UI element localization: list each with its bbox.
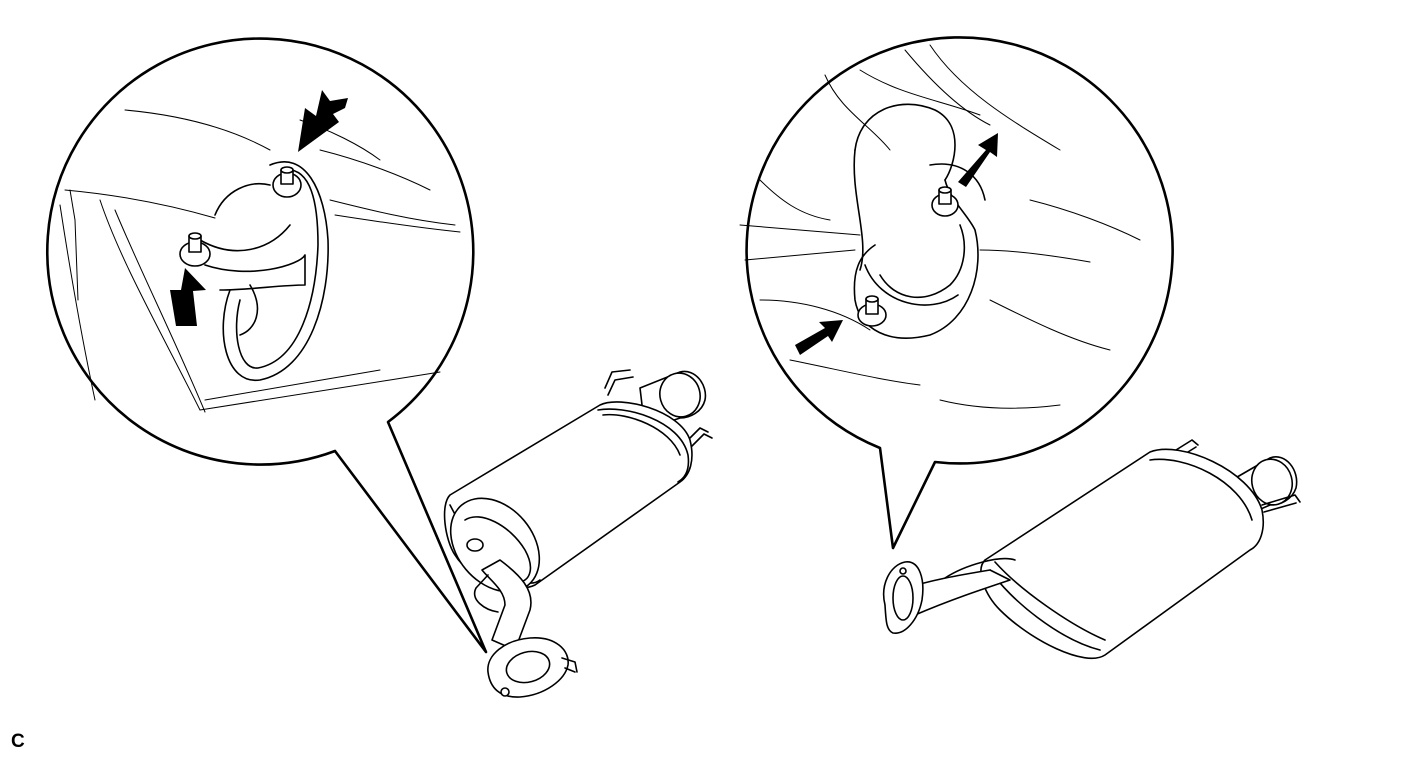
left-detail-callout <box>45 37 488 654</box>
left-muffler-assembly <box>443 369 713 698</box>
left-lower-stud <box>179 232 211 267</box>
right-pipe-flange-detail <box>853 103 986 339</box>
left-lower-arrow-icon <box>170 268 206 326</box>
right-detail-callout <box>739 36 1174 550</box>
left-callout-outline <box>45 37 488 654</box>
left-flange-detail <box>199 161 329 381</box>
left-detail-background <box>59 109 461 413</box>
right-muffler-assembly <box>883 439 1301 660</box>
right-upper-arrow-icon <box>958 133 998 187</box>
right-callout-outline <box>745 36 1174 550</box>
right-upper-stud <box>931 186 959 217</box>
right-detail-background <box>739 44 1141 409</box>
right-lower-arrow-icon <box>795 320 843 355</box>
right-lower-stud <box>857 295 887 327</box>
figure-code-label: C <box>11 731 25 752</box>
left-upper-stud <box>272 166 302 198</box>
left-upper-arrow-icon <box>298 90 348 152</box>
